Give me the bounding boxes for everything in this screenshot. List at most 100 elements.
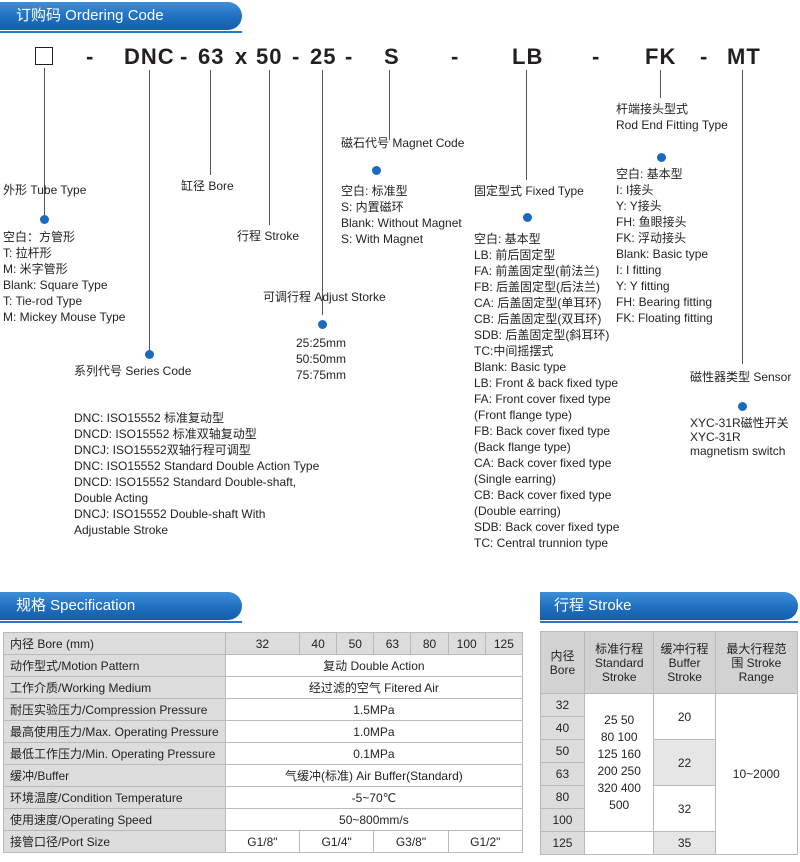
magnet-code-options: 空白: 标准型 S: 内置磁环 Blank: Without Magnet S:… xyxy=(341,183,462,247)
tube-type-box xyxy=(35,47,53,65)
row-label: 使用速度/Operating Speed xyxy=(3,808,226,831)
option-line: DNCJ: ISO15552 Double-shaft With xyxy=(74,507,266,521)
code-adjust: 25 xyxy=(310,44,337,69)
title-line: Rod End Fitting Type xyxy=(616,118,728,132)
port-label: 接管口径/Port Size xyxy=(3,830,226,853)
row-value: 气缓冲(标准) Air Buffer(Standard) xyxy=(224,764,524,787)
table-row: 32 25 50 80 100 125 160 200 250 320 400 … xyxy=(540,693,799,855)
connector-line xyxy=(269,70,270,225)
table-row: 使用速度/Operating Speed 50~800mm/s xyxy=(3,808,524,831)
buffer-cell: 35 xyxy=(653,831,716,855)
tube-type-options: 空白：方管形 T: 拉杆形 M: 米字管形 Blank: Square Type… xyxy=(3,229,125,325)
table-row: 80 32 xyxy=(540,785,798,832)
port-cell: G1/2" xyxy=(447,830,524,853)
bore-label: 内径 Bore (mm) xyxy=(3,632,226,655)
table-row: 125 35 xyxy=(540,831,798,855)
bore-cell: 50 xyxy=(540,739,585,763)
standard-line: 320 400 xyxy=(597,780,641,795)
standard-line: 200 250 xyxy=(597,763,641,778)
option-line: Blank: Basic type xyxy=(616,247,709,261)
connector-line xyxy=(526,70,527,180)
option-line: DNC: ISO15552 标准复动型 xyxy=(74,411,225,425)
specification-table: 内径 Bore (mm) 32 40 50 63 80 100 125 动作型式… xyxy=(3,632,524,853)
option-line: Blank: Square Type xyxy=(3,278,108,292)
ordering-code-header: 订购码 Ordering Code xyxy=(0,2,242,33)
bore-cell: 63 xyxy=(540,762,585,786)
bore-title: 缸径 Bore xyxy=(181,179,234,193)
row-value: 50~800mm/s xyxy=(224,808,524,831)
option-line: FA: 前盖固定型(前法兰) xyxy=(474,264,600,278)
row-label: 工作介质/Working Medium xyxy=(3,676,226,699)
row-value: 1.5MPa xyxy=(224,698,524,721)
option-line: TC:中间摇摆式 xyxy=(474,344,554,358)
table-row: 缓冲/Buffer 气缓冲(标准) Air Buffer(Standard) xyxy=(3,764,524,787)
option-line: (Back flange type) xyxy=(474,440,571,454)
table-row: 内径 Bore 标准行程 Standard Stroke 缓冲行程 Buffer… xyxy=(540,631,799,694)
option-line: Adjustable Stroke xyxy=(74,523,169,537)
option-line: I: I接头 xyxy=(616,183,654,197)
code-magnet: S xyxy=(384,44,400,69)
standard-line: 25 50 xyxy=(604,712,635,727)
row-label: 耐压实验压力/Compression Pressure xyxy=(3,698,226,721)
option-line: TC: Central trunnion type xyxy=(474,536,609,550)
option-line: SDB: 后盖固定型(斜耳环) xyxy=(474,328,610,342)
port-cell: G1/8" xyxy=(224,830,301,853)
table-row: 耐压实验压力/Compression Pressure 1.5MPa xyxy=(3,698,524,721)
connector-dot xyxy=(372,166,381,175)
code-rod-end: FK xyxy=(645,44,677,69)
option-line: FB: Back cover fixed type xyxy=(474,424,611,438)
table-row: 工作介质/Working Medium 经过滤的空气 Fitered Air xyxy=(3,676,524,699)
connector-dot xyxy=(145,350,154,359)
adjust-stroke-options: 25:25mm 50:50mm 75:75mm xyxy=(296,335,346,383)
option-line: S: With Magnet xyxy=(341,232,424,246)
table-row: 40 xyxy=(540,716,798,740)
connector-dot xyxy=(318,320,327,329)
table-row: 100 xyxy=(540,808,798,832)
option-line: (Front flange type) xyxy=(474,408,573,422)
option-line: LB: 前后固定型 xyxy=(474,248,556,262)
code-dash: - xyxy=(451,44,460,69)
stroke-header: 行程 Stroke xyxy=(540,592,798,623)
col-bore-header: 内径 Bore xyxy=(540,631,585,694)
option-line: M: Mickey Mouse Type xyxy=(3,310,126,324)
option-line: FB: 后盖固定型(后法兰) xyxy=(474,280,600,294)
bore-cell: 32 xyxy=(224,632,301,655)
standard-line: 80 100 xyxy=(600,729,638,744)
code-dash: - xyxy=(345,44,354,69)
option-line: S: 内置磁环 xyxy=(341,200,404,214)
table-row: 内径 Bore (mm) 32 40 50 63 80 100 125 xyxy=(3,632,524,655)
port-cell: G3/8" xyxy=(373,830,449,853)
range-cell: 10~2000 xyxy=(714,693,799,855)
code-bore: 63 xyxy=(198,44,225,69)
code-fixed: LB xyxy=(512,44,544,69)
stroke-table: 内径 Bore 标准行程 Standard Stroke 缓冲行程 Buffer… xyxy=(540,631,799,855)
sensor-options: XYC-31R磁性开关 XYC-31R magnetism switch xyxy=(690,416,789,458)
row-label: 环境温度/Condition Temperature xyxy=(3,786,226,809)
option-line: Y: Y接头 xyxy=(616,199,662,213)
option-line: CA: 后盖固定型(单耳环) xyxy=(474,296,602,310)
bore-cell: 125 xyxy=(484,632,524,655)
magnet-code-title: 磁石代号 Magnet Code xyxy=(341,136,465,150)
code-stroke: 50 xyxy=(256,44,283,69)
row-value: 1.0MPa xyxy=(224,720,524,743)
code-sensor: MT xyxy=(727,44,761,69)
option-line: FA: Front cover fixed type xyxy=(474,392,611,406)
option-line: XYC-31R xyxy=(690,430,741,444)
code-dash: - xyxy=(700,44,709,69)
option-line: LB: Front & back fixed type xyxy=(474,376,619,390)
bore-cell: 100 xyxy=(447,632,486,655)
option-line: CB: Back cover fixed type xyxy=(474,488,612,502)
col-standard-header: 标准行程 Standard Stroke xyxy=(583,631,655,694)
option-line: 25:25mm xyxy=(296,336,347,350)
fixed-type-title: 固定型式 Fixed Type xyxy=(474,184,584,198)
row-label: 缓冲/Buffer xyxy=(3,764,226,787)
option-line: DNC: ISO15552 Standard Double Action Typ… xyxy=(74,459,320,473)
table-row: 动作型式/Motion Pattern 复动 Double Action xyxy=(3,654,524,677)
row-label: 动作型式/Motion Pattern xyxy=(3,654,226,677)
connector-dot xyxy=(40,215,49,224)
row-value: -5~70℃ xyxy=(224,786,524,809)
series-code-options: DNC: ISO15552 标准复动型 DNCD: ISO15552 标准双轴复… xyxy=(74,410,319,538)
connector-line xyxy=(322,70,323,315)
option-line: M: 米字管形 xyxy=(3,262,68,276)
row-value: 经过滤的空气 Fitered Air xyxy=(224,676,524,699)
